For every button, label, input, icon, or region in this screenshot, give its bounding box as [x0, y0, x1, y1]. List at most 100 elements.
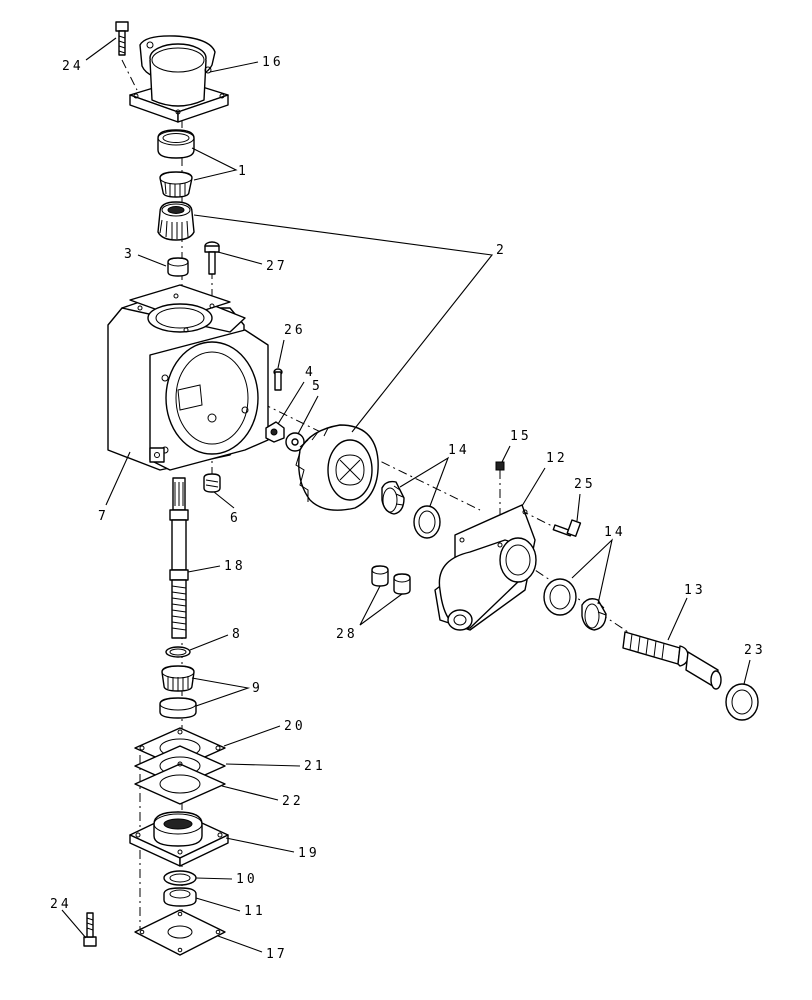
bushings-28 [371, 565, 411, 595]
gearbox-housing-7 [107, 284, 269, 471]
callout-labels: 1 2 3 4 5 6 7 8 9 10 11 12 13 14 14 15 1… [50, 55, 766, 962]
bearing-14-lower [543, 578, 607, 631]
callout-10: 10 [236, 872, 258, 887]
bolt-24-bottom [83, 912, 97, 947]
callout-1: 1 [238, 164, 249, 179]
leader-13 [667, 597, 688, 641]
axis-bolt-24-top [121, 59, 138, 91]
leader-7 [105, 451, 131, 506]
leader-9 [191, 677, 251, 707]
bearing-cup [157, 129, 195, 159]
seal-10 [163, 870, 197, 886]
callout-24-bottom: 24 [50, 897, 72, 912]
callout-4: 4 [305, 365, 316, 380]
callout-16: 16 [262, 55, 284, 70]
callout-26: 26 [284, 323, 306, 338]
callout-28: 28 [336, 627, 358, 642]
callout-20: 20 [284, 719, 306, 734]
bolt-24-top [115, 21, 129, 56]
callout-2: 2 [496, 243, 507, 258]
top-flange-16 [129, 35, 229, 123]
leader-lines [61, 37, 751, 953]
assembly-axes [121, 59, 641, 935]
bearing-1 [157, 129, 195, 198]
leader-21 [225, 763, 301, 767]
leader-15 [501, 445, 511, 463]
cover-plate-17 [134, 909, 226, 956]
callout-22: 22 [282, 794, 304, 809]
leader-4 [277, 381, 305, 425]
plug-15 [495, 461, 505, 471]
leader-26 [277, 339, 285, 369]
callout-6: 6 [230, 511, 241, 526]
gaskets-20-21-22 [134, 727, 226, 805]
leader-14-lower [571, 538, 613, 605]
drain-plug-6 [203, 473, 221, 493]
arm-eye [447, 609, 473, 631]
output-shaft-13 [622, 631, 722, 690]
leader-3 [137, 254, 167, 267]
callout-23: 23 [744, 643, 766, 658]
leader-19 [225, 837, 295, 853]
callout-17: 17 [266, 947, 288, 962]
callout-24-top: 24 [62, 59, 84, 74]
leader-23 [743, 659, 751, 685]
callout-3: 3 [124, 247, 135, 262]
callout-7: 7 [98, 509, 109, 524]
leader-27 [217, 251, 263, 265]
leader-22 [221, 785, 279, 801]
bearing-9 [159, 665, 197, 719]
leader-11 [195, 897, 241, 912]
bolt-head [115, 21, 129, 32]
leader-14-upper [399, 456, 450, 507]
callout-27: 27 [266, 259, 288, 274]
leader-20 [223, 725, 281, 747]
vertical-shaft-18 [169, 477, 189, 639]
callout-14-lower: 14 [604, 525, 626, 540]
pinion-body [157, 201, 195, 241]
bevel-gear-2 [295, 424, 379, 511]
gasket-22 [134, 763, 226, 805]
snap-ring-8 [165, 646, 191, 658]
callout-14-upper: 14 [448, 443, 470, 458]
vent-plug-26 [273, 368, 283, 391]
leader-1 [191, 147, 238, 181]
bearing-14-upper [381, 480, 441, 539]
leader-24-top [85, 37, 117, 61]
leader-8 [189, 634, 229, 651]
arm-bracket-12 [434, 504, 537, 631]
callout-13: 13 [684, 583, 706, 598]
callout-25: 25 [574, 477, 596, 492]
pinion-gear-2 [157, 201, 195, 241]
callout-11: 11 [244, 904, 266, 919]
leader-28 [359, 585, 403, 626]
leader-16 [209, 61, 259, 73]
leader-10 [195, 877, 233, 880]
leader-2 [193, 214, 494, 433]
leader-6 [213, 491, 235, 509]
callout-18: 18 [224, 559, 246, 574]
callout-8: 8 [232, 627, 243, 642]
housing-side-bore [165, 341, 259, 455]
leader-25 [576, 493, 581, 522]
leader-17 [217, 935, 263, 953]
leader-18 [187, 565, 221, 573]
pin-27 [204, 241, 220, 275]
washer-5 [285, 432, 305, 452]
callout-12: 12 [546, 451, 568, 466]
nut-4 [265, 421, 285, 443]
callout-5: 5 [312, 379, 323, 394]
callout-9: 9 [252, 681, 263, 696]
callout-21: 21 [304, 759, 326, 774]
callout-15: 15 [510, 429, 532, 444]
bottom-flange-19 [129, 811, 229, 867]
leader-12 [521, 467, 546, 507]
seal-23 [725, 683, 759, 721]
shaft-body [171, 519, 187, 571]
leader-5 [297, 395, 319, 435]
axis-shaft-13 [519, 559, 641, 641]
bolt-25 [552, 519, 582, 537]
leader-24-bottom [61, 909, 87, 939]
